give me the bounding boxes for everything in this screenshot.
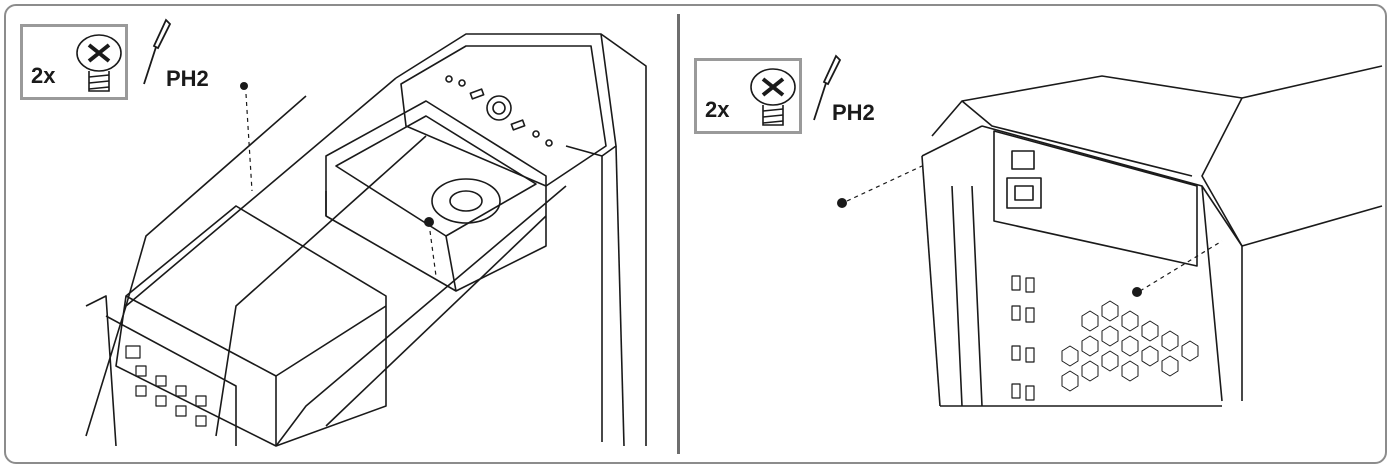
step-panel-left: 2x PH2	[6, 6, 674, 462]
screwdriver-icon	[813, 54, 842, 121]
parts-callout-box: 2x	[694, 58, 802, 134]
parts-callout-box: 2x	[20, 24, 128, 100]
tool-size-label: PH2	[166, 66, 209, 91]
diagram-frame	[4, 4, 1387, 464]
hdd-install-illustration	[85, 33, 647, 447]
screwdriver-icon	[143, 18, 172, 85]
panel-divider	[677, 14, 680, 454]
phillips-screw-icon	[76, 34, 122, 92]
psu-install-illustration	[837, 65, 1383, 407]
tool-size-label: PH2	[832, 100, 875, 125]
step-panel-right: 2x PH2	[682, 6, 1384, 462]
phillips-screw-icon	[750, 68, 796, 126]
screw-marker	[240, 82, 248, 90]
screw-quantity: 2x	[31, 63, 56, 88]
screw-quantity: 2x	[705, 97, 730, 122]
